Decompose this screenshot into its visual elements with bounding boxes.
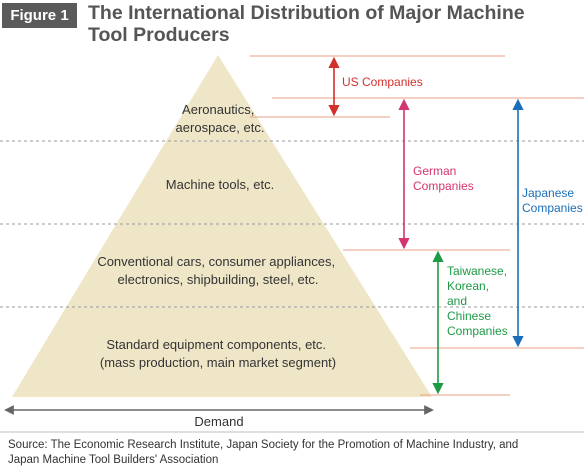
level-label-machine-tools: Machine tools, etc. — [166, 177, 274, 192]
source-note: Source: The Economic Research Institute,… — [8, 438, 580, 468]
level-label-aeronautics: Aeronautics, aerospace, etc. — [176, 102, 265, 135]
us-companies-label: US Companies — [342, 75, 423, 89]
figure-title: The International Distribution of Major … — [88, 2, 578, 46]
level-label-conventional: Conventional cars, consumer appliances, … — [97, 254, 338, 287]
pyramid-shape — [12, 55, 432, 397]
asian-companies-label: Taiwanese, Korean, and Chinese Companies — [447, 264, 510, 338]
range-guide-lines — [250, 55, 584, 396]
source-line-1: Source: The Economic Research Institute,… — [8, 439, 519, 451]
level-label-standard-equipment: Standard equipment components, etc. (mas… — [100, 337, 336, 370]
japanese-companies-label: Japanese Companies — [522, 186, 583, 215]
figure-title-line-2: Tool Producers — [88, 24, 230, 46]
german-companies-label: German Companies — [413, 164, 474, 193]
figure-title-line-1: The International Distribution of Major … — [88, 2, 525, 24]
level-separators — [0, 140, 584, 308]
figure-badge: Figure 1 — [2, 3, 77, 28]
source-line-2: Japan Machine Tool Builders' Association — [8, 454, 219, 466]
demand-label: Demand — [194, 414, 243, 429]
